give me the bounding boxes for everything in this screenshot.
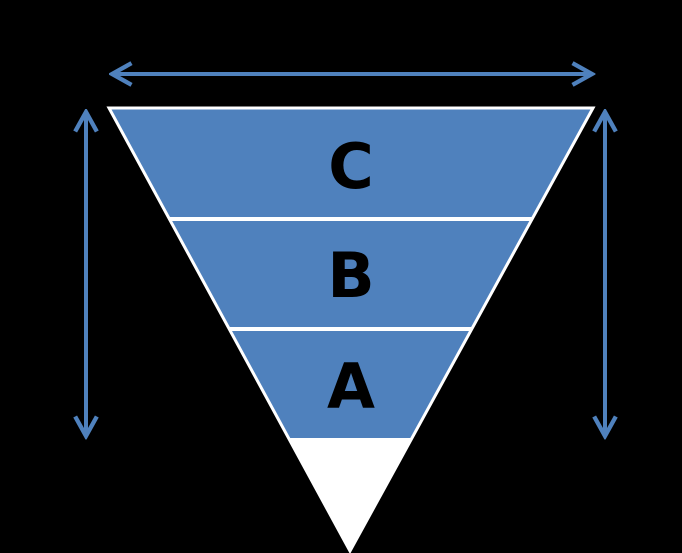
band-label-c: C [328,130,374,203]
band-b [170,219,532,329]
band-label-a: A [327,350,375,423]
band-label-b: B [327,239,374,312]
band-c [109,108,593,219]
band-a [230,329,472,439]
pyramid-tip [289,439,411,551]
